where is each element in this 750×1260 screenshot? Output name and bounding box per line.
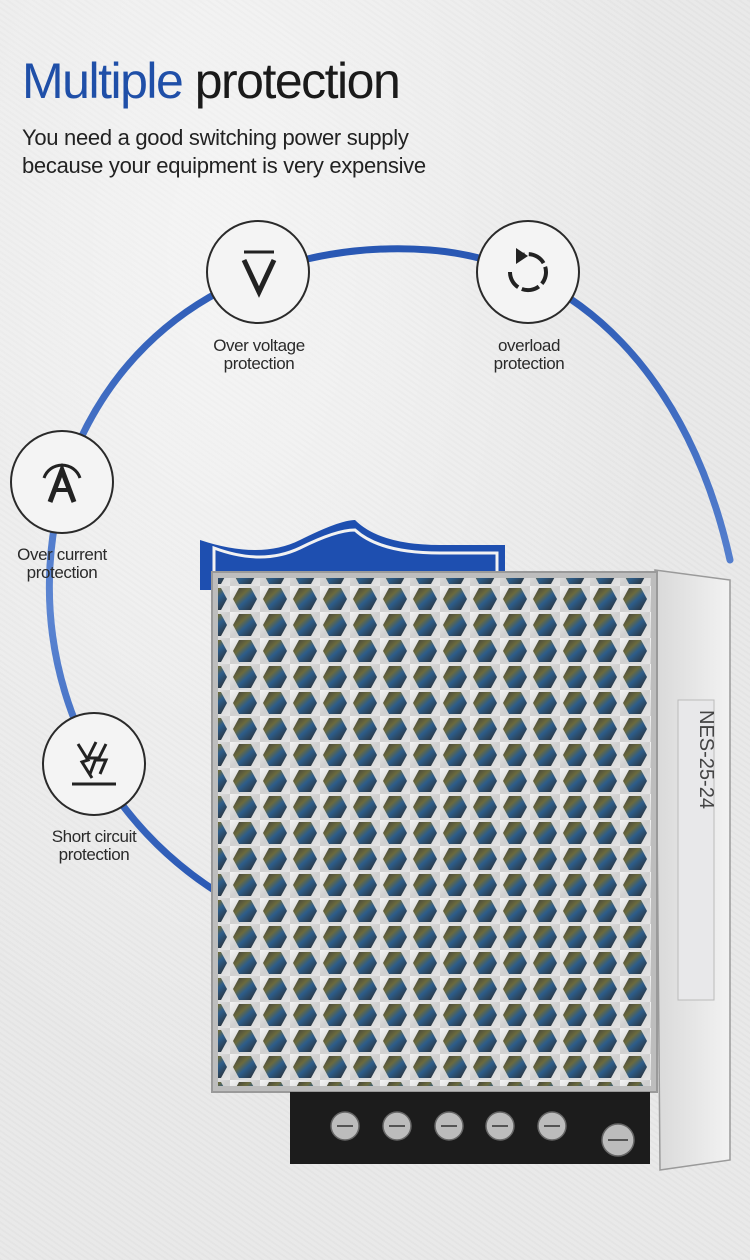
page-title: Multiple protection <box>22 52 401 110</box>
subtitle-line-2: because your equipment is very expensive <box>22 153 426 178</box>
title-highlight: Multiple <box>22 53 184 109</box>
product-label-sticker <box>677 699 715 1001</box>
over-voltage-badge <box>206 220 310 324</box>
model-label: NES-25-24 <box>695 710 717 809</box>
short-circuit-icon <box>72 741 116 786</box>
over-current-icon <box>42 462 82 503</box>
hex-grille <box>218 578 651 1086</box>
over-current-badge <box>10 430 114 534</box>
short-circuit-badge <box>42 712 146 816</box>
overload-badge <box>476 220 580 324</box>
over-current-label: Over current protection <box>17 545 107 582</box>
title-rest: protection <box>194 53 401 109</box>
over-voltage-label: Over voltage protection <box>213 336 305 373</box>
screw-slots <box>337 1125 628 1141</box>
shield-outline <box>212 528 499 592</box>
subtitle: You need a good switching power supply b… <box>22 124 426 180</box>
overload-icon <box>507 248 548 293</box>
short-circuit-label: Short circuit protection <box>51 827 137 864</box>
subtitle-line-1: You need a good switching power supply <box>22 125 409 150</box>
over-voltage-icon <box>241 250 277 298</box>
overload-label: overload protection <box>493 336 565 373</box>
power-supply-image: NES-25-24 <box>211 569 731 1171</box>
